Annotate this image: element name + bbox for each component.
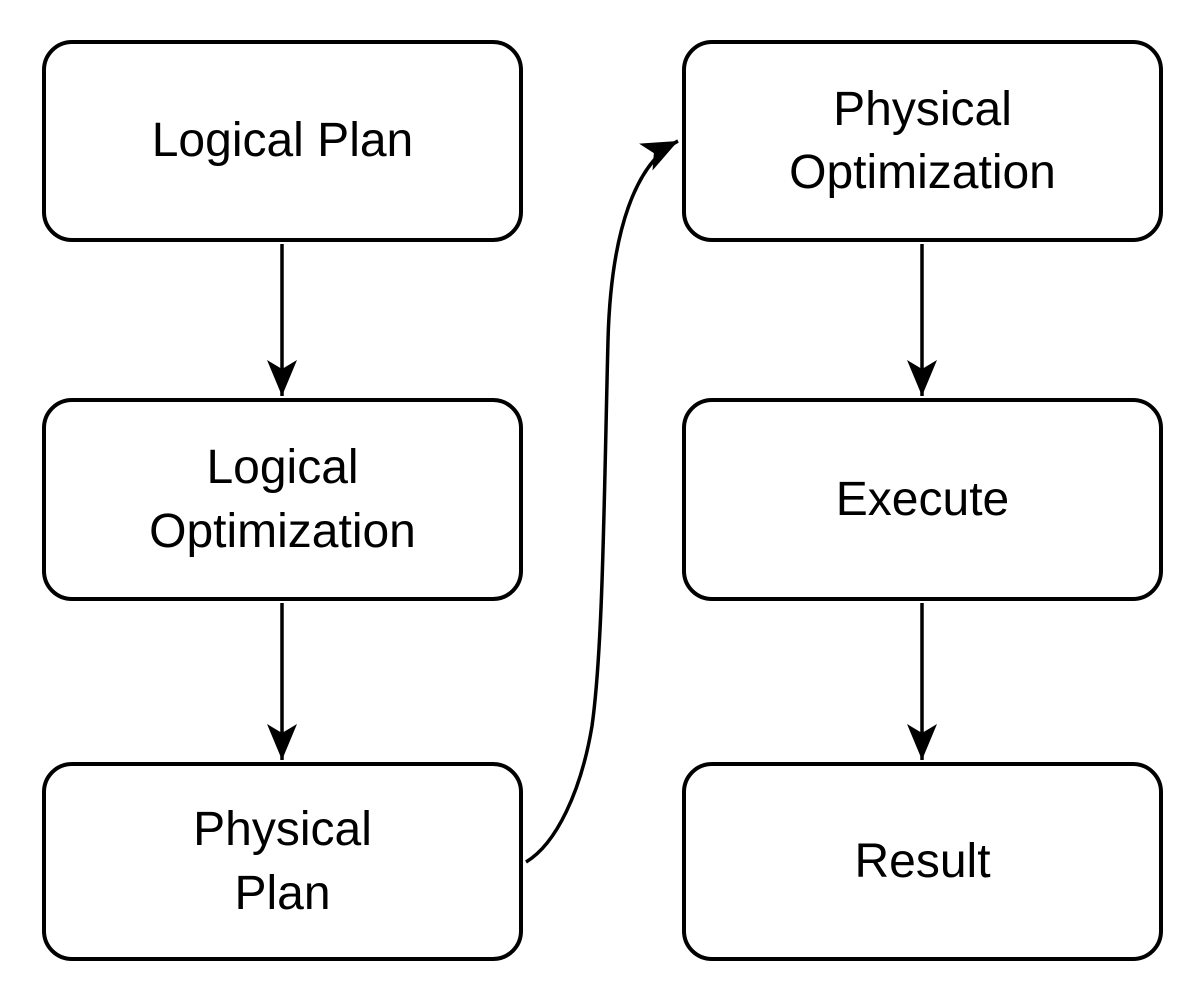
node-label: Logical Optimization	[149, 441, 416, 558]
edge-physical-plan-to-physical-optimization	[525, 139, 679, 864]
node-execute: Execute	[682, 398, 1163, 601]
node-physical-optimization: Physical Optimization	[682, 40, 1163, 242]
node-label: Physical Plan	[193, 803, 372, 920]
node-physical-plan: Physical Plan	[42, 762, 523, 961]
node-label: Physical Optimization	[789, 82, 1056, 199]
node-label: Execute	[835, 472, 1010, 526]
node-label: Result	[854, 834, 991, 888]
node-logical-plan: Logical Plan	[42, 40, 523, 242]
node-logical-optimization: Logical Optimization	[42, 398, 523, 601]
node-result: Result	[682, 762, 1163, 961]
node-label: Logical Plan	[151, 114, 414, 168]
